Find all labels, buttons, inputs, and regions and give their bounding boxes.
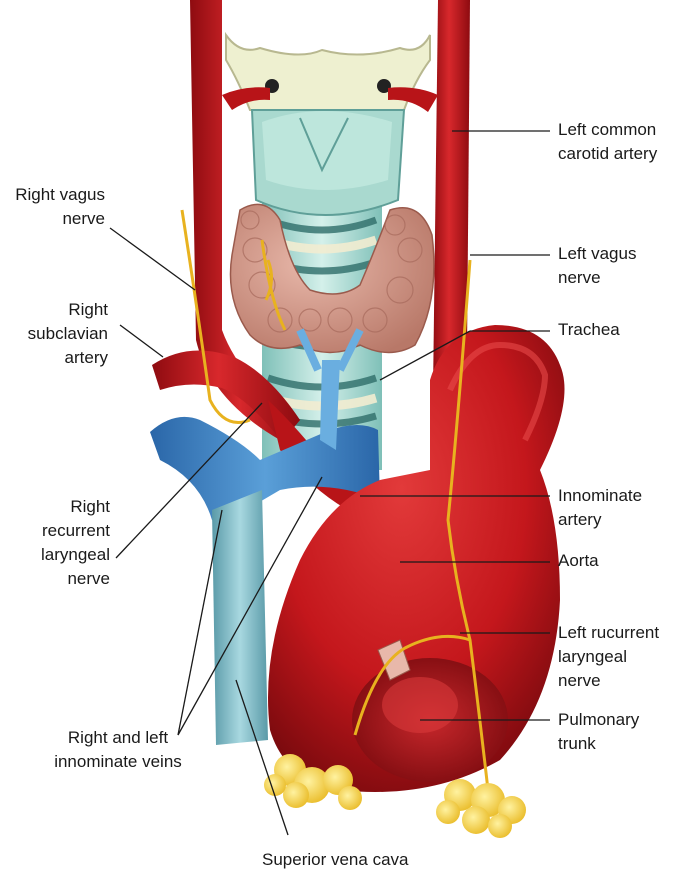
leader-innominate-vein-l	[177, 476, 323, 736]
right-subclavian-artery	[152, 350, 300, 442]
label-right-recurrent-laryngeal-nerve: Right recurrent laryngeal nerve	[41, 497, 110, 588]
label-right-vagus-nerve: Right vagus nerve	[15, 185, 105, 228]
larynx	[225, 31, 431, 216]
label-innominate-artery: Innominate artery	[558, 486, 643, 529]
label-left-vagus-nerve: Left vagus nerve	[558, 244, 637, 287]
thyroid-gland	[229, 203, 435, 354]
label-left-recurrent-laryngeal-nerve: Left rucurrent laryngeal nerve	[558, 623, 660, 690]
label-aorta: Aorta	[558, 551, 599, 570]
label-pulmonary-trunk: Pulmonary trunk	[558, 710, 640, 753]
leader-right-vagus	[109, 227, 196, 291]
nerves	[180, 209, 490, 791]
leader-right-subclavian	[119, 324, 164, 358]
superior-vena-cava	[212, 490, 268, 745]
aorta	[268, 325, 565, 792]
label-superior-vena-cava: Superior vena cava	[262, 850, 409, 869]
innominate-veins	[150, 328, 380, 530]
label-left-common-carotid-artery: Left common carotid artery	[558, 120, 658, 163]
leader-lines	[109, 130, 550, 836]
label-right-subclavian-artery: Right subclavian artery	[27, 300, 108, 367]
leader-right-recurrent	[115, 402, 263, 559]
leader-svc	[235, 679, 289, 836]
right-common-carotid-artery	[190, 0, 300, 440]
leader-trachea	[379, 330, 471, 381]
label-trachea: Trachea	[558, 320, 620, 339]
label-innominate-veins: Right and left innominate veins	[54, 728, 182, 771]
leader-innominate-vein-r	[177, 509, 223, 736]
